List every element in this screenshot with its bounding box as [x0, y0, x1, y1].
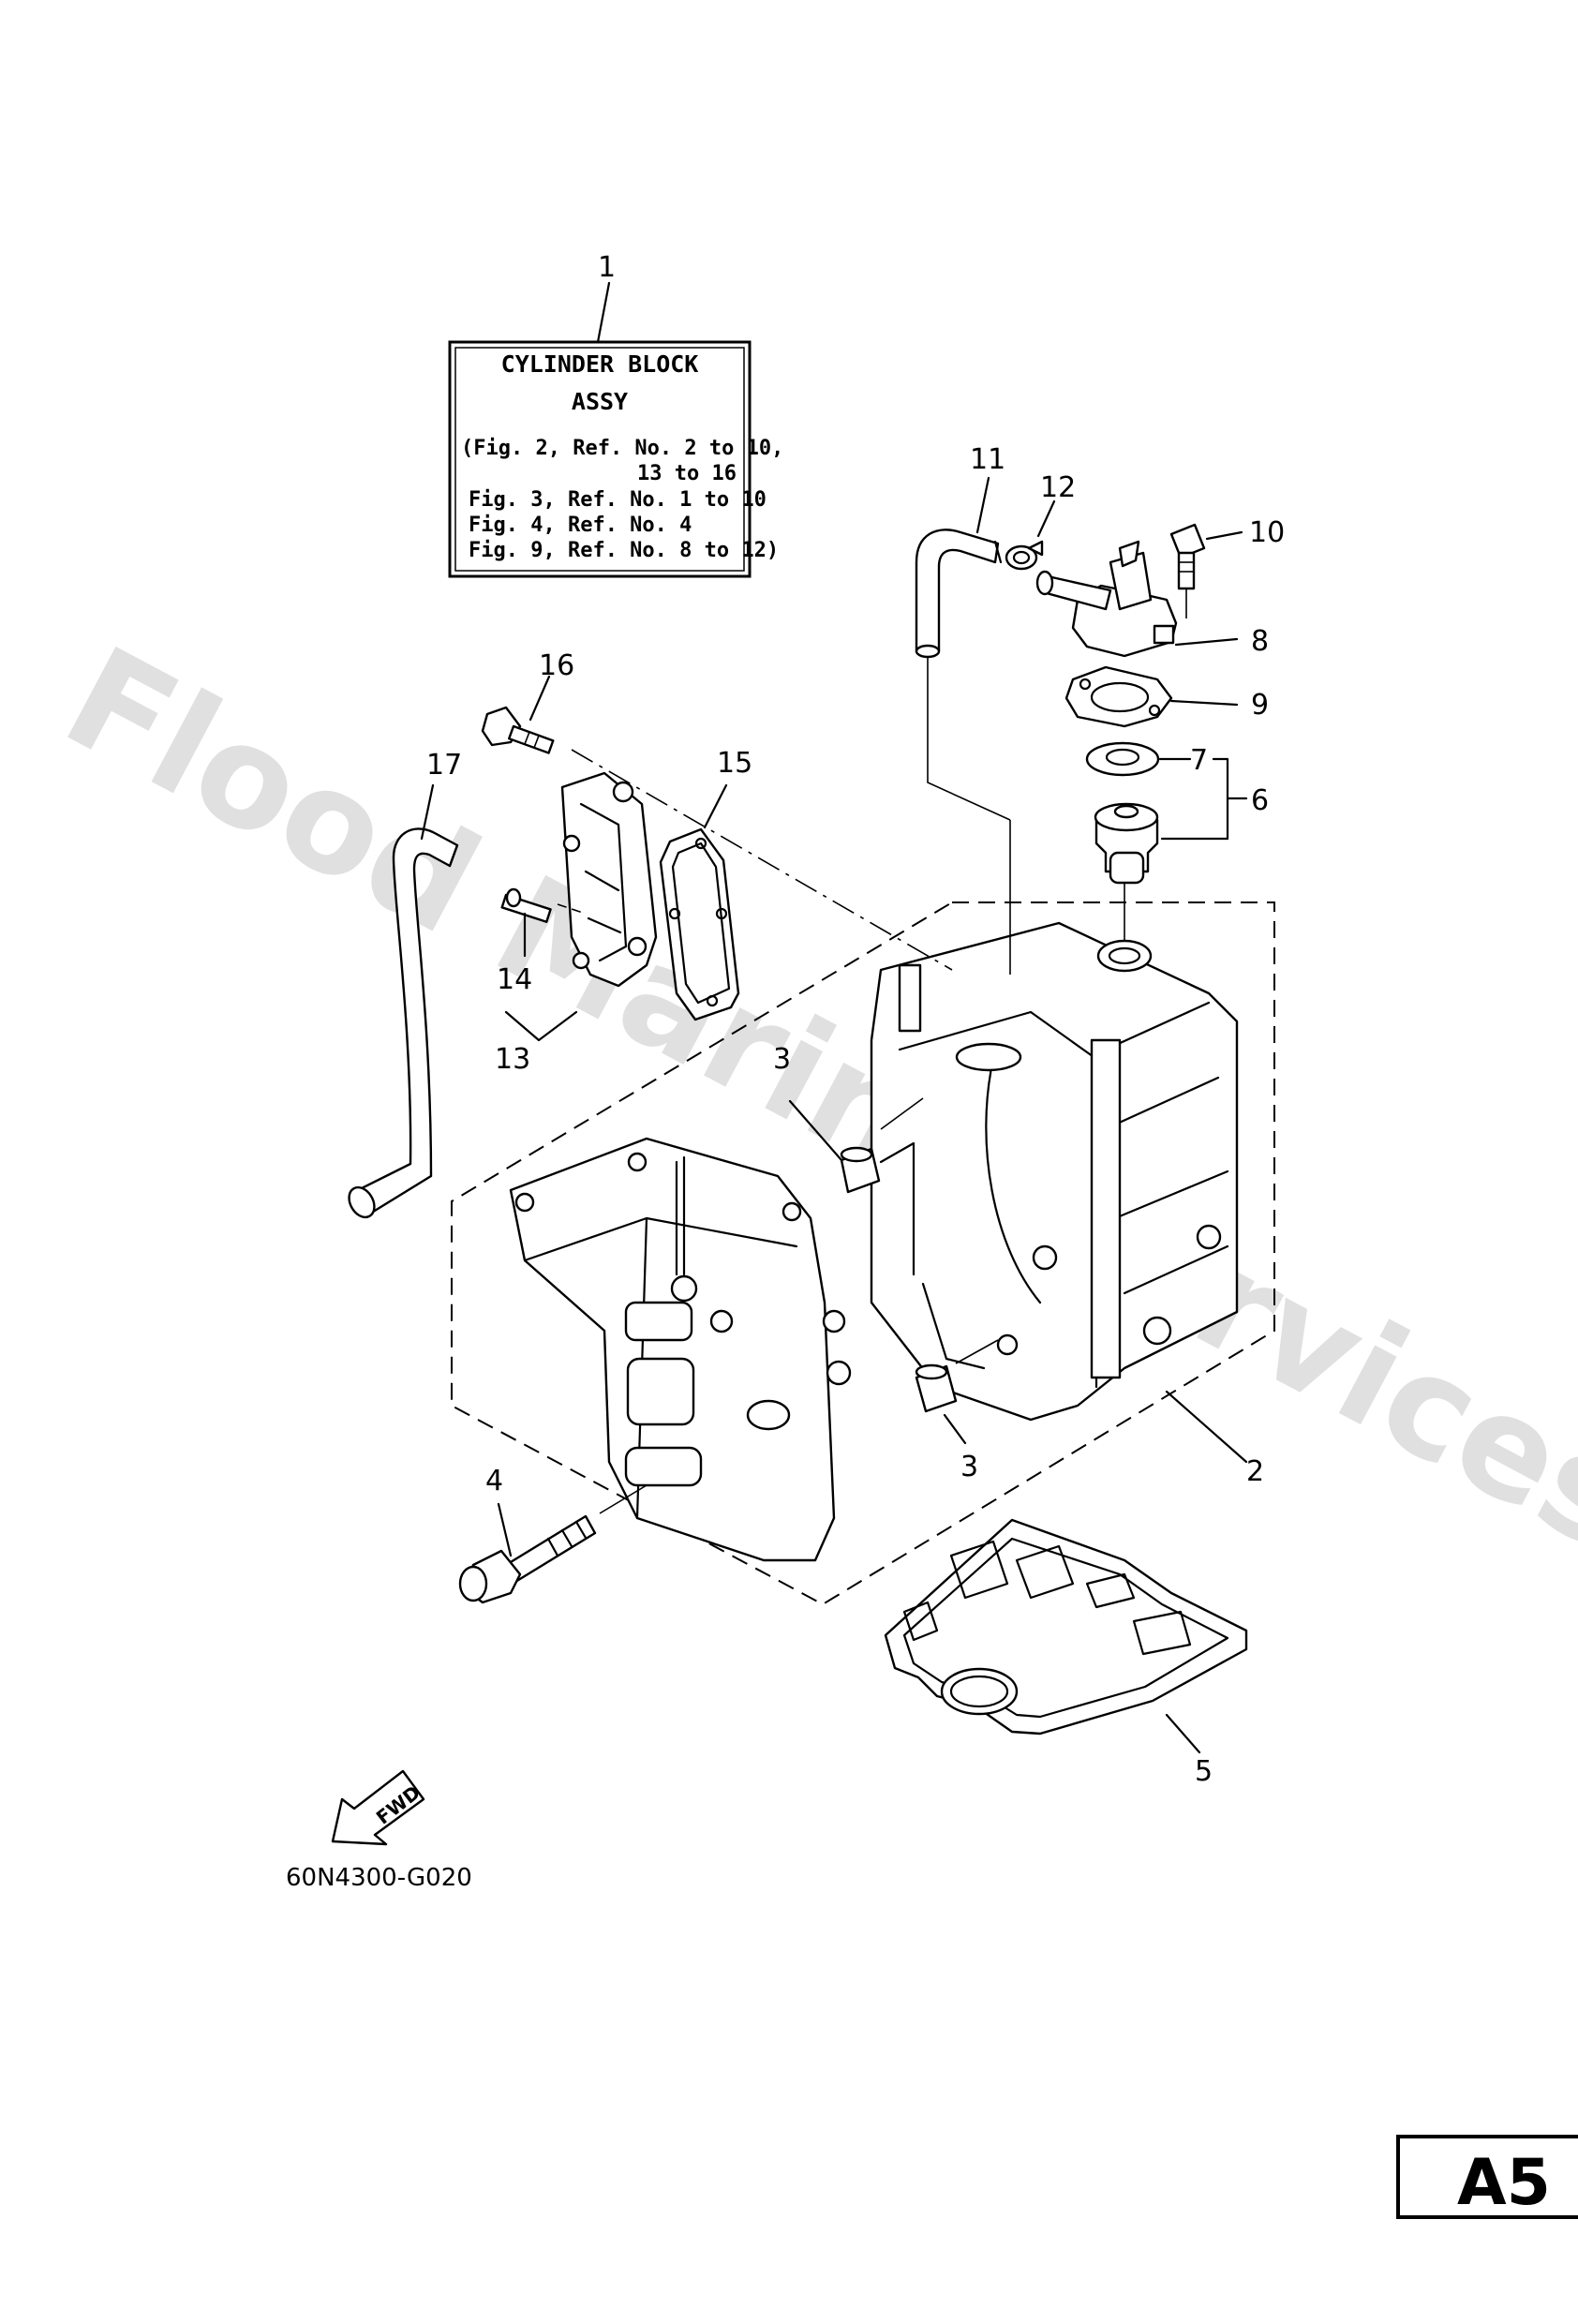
callout-15: 15 — [717, 747, 752, 780]
thermostat: 6 — [1094, 784, 1269, 885]
callout-12: 12 — [1040, 471, 1076, 504]
callout-17: 17 — [426, 749, 462, 782]
box-line-5: Fig. 9, Ref. No. 8 to 12) — [469, 539, 779, 562]
box-line-1: (Fig. 2, Ref. No. 2 to 10, — [461, 437, 783, 460]
crankcase — [509, 1137, 852, 1562]
callout-1: 1 — [598, 251, 616, 284]
water-hose-11: 11 — [915, 443, 1011, 821]
water-hose-17: 17 — [348, 749, 462, 1219]
leader-2 — [1165, 1390, 1248, 1464]
thermostat-cover: 8 — [1035, 540, 1269, 658]
page-label: A5 — [1457, 2146, 1551, 2220]
callout-6: 6 — [1251, 784, 1269, 817]
callout-14: 14 — [497, 963, 532, 996]
base-gasket: 5 — [884, 1518, 1248, 1788]
fwd-arrow: FWD — [331, 1769, 425, 1846]
long-bolt: 4 — [458, 1465, 648, 1604]
hose-routing-line — [927, 656, 1011, 821]
thermostat-gasket: 9 — [1064, 665, 1269, 728]
info-box: 1 CYLINDER BLOCK ASSY (Fig. 2, Ref. No. … — [448, 251, 783, 578]
callout-5: 5 — [1195, 1755, 1213, 1788]
box-line-2: 13 to 16 — [637, 462, 737, 485]
box-title-line1: CYLINDER BLOCK — [501, 350, 699, 378]
cover-bolt-16: 16 — [481, 649, 953, 971]
box-line-4: Fig. 4, Ref. No. 4 — [469, 514, 692, 537]
callout-13: 13 — [495, 1043, 530, 1076]
cylinder-block — [870, 921, 1239, 1422]
assembly-boundary — [451, 901, 1275, 1606]
cover-gasket: 15 — [659, 747, 752, 1021]
hose-clip: 12 — [1005, 471, 1076, 571]
figure-code: 60N4300-G020 — [286, 1864, 472, 1892]
cover-bolt: 10 — [1169, 516, 1285, 618]
dowel-pin-upper: 3 — [773, 1043, 924, 1194]
bracket-6-7 — [1212, 757, 1229, 841]
box-title-line2: ASSY — [572, 388, 628, 415]
callout-7: 7 — [1190, 744, 1208, 777]
stud-bolt: 14 13 — [495, 887, 587, 1076]
callout-3-upper: 3 — [773, 1043, 791, 1076]
alignment-line-16 — [571, 749, 953, 971]
callout-8: 8 — [1251, 625, 1269, 658]
callout-11: 11 — [970, 443, 1005, 476]
box-line-3: Fig. 3, Ref. No. 1 to 10 — [469, 488, 767, 512]
seal-ring: 7 — [1085, 741, 1248, 841]
callout-3-lower: 3 — [960, 1451, 978, 1483]
page-label-box: A5 — [1396, 2135, 1578, 2220]
callout-4: 4 — [485, 1465, 503, 1497]
exhaust-cover — [560, 771, 658, 988]
callout-2: 2 — [1246, 1455, 1264, 1488]
callout-16: 16 — [539, 649, 574, 682]
callout-9: 9 — [1251, 689, 1269, 722]
callout-10: 10 — [1249, 516, 1285, 549]
dowel-pin-lower: 3 — [915, 1339, 999, 1483]
bracket-13-14 — [504, 1010, 578, 1042]
